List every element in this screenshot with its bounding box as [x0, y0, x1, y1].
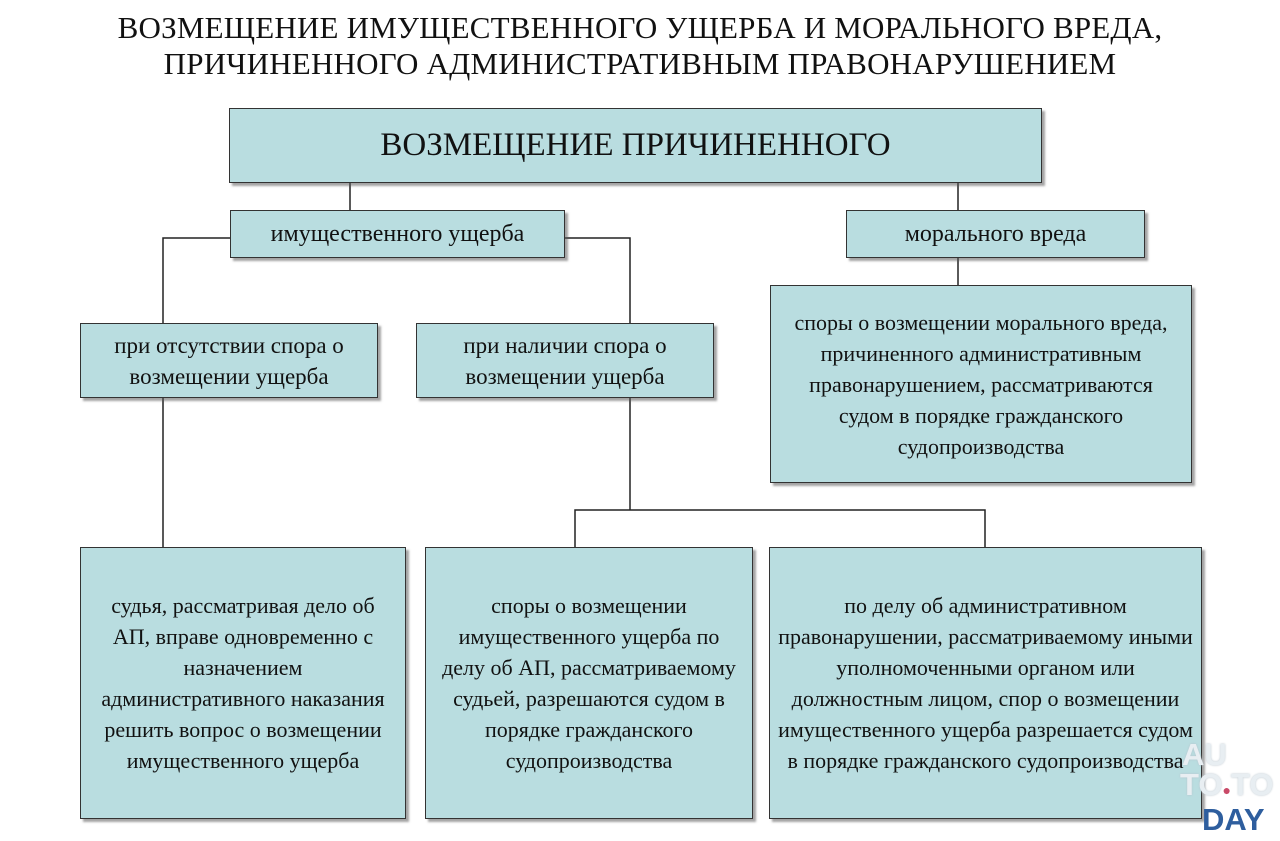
other-body-dispute-box: по делу об административном правонарушен… [769, 547, 1202, 819]
diagram-title: ВОЗМЕЩЕНИЕ ИМУЩЕСТВЕННОГО УЩЕРБА И МОРАЛ… [0, 10, 1280, 82]
judge-decision-label: судья, рассматривая дело об АП, вправе о… [101, 593, 385, 773]
title-line-1: ВОЗМЕЩЕНИЕ ИМУЩЕСТВЕННОГО УЩЕРБА И МОРАЛ… [117, 10, 1163, 45]
with-dispute-box: при наличии спора о возмещении ущерба [416, 323, 714, 398]
property-damage-label: имущественного ущерба [270, 220, 525, 247]
judge-decision-box: судья, рассматривая дело об АП, вправе о… [80, 547, 406, 819]
connector-property-to-no-dispute [162, 237, 230, 323]
no-dispute-label: при отсутствии спора о возмещении ущерба [114, 332, 344, 389]
title-line-2: ПРИЧИНЕННОГО АДМИНИСТРАТИВНЫМ ПРАВОНАРУШ… [163, 46, 1117, 81]
court-dispute-box: споры о возмещении имущественного ущерба… [425, 547, 753, 819]
watermark-logo: AU TO●TO DAY [1180, 737, 1276, 837]
moral-harm-box: морального вреда [846, 210, 1145, 258]
moral-disputes-box: споры о возмещении морального вреда, при… [770, 285, 1192, 483]
court-dispute-label: споры о возмещении имущественного ущерба… [442, 593, 736, 773]
watermark-line-3: DAY [1202, 802, 1265, 837]
root-label: ВОЗМЕЩЕНИЕ ПРИЧИНЕННОГО [380, 127, 891, 163]
moral-harm-label: морального вреда [904, 220, 1087, 247]
connector-bottom-branch [574, 509, 986, 547]
moral-disputes-label: споры о возмещении морального вреда, при… [794, 309, 1168, 459]
other-body-dispute-label: по делу об административном правонарушен… [778, 593, 1193, 773]
root-box: ВОЗМЕЩЕНИЕ ПРИЧИНЕННОГО [229, 108, 1042, 183]
watermark-line-2: TO●TO [1180, 767, 1274, 802]
connector-property-to-with-dispute [565, 237, 631, 323]
property-damage-box: имущественного ущерба [230, 210, 565, 258]
with-dispute-label: при наличии спора о возмещении ущерба [463, 332, 667, 389]
watermark-line-1: AU [1182, 737, 1227, 772]
no-dispute-box: при отсутствии спора о возмещении ущерба [80, 323, 378, 398]
